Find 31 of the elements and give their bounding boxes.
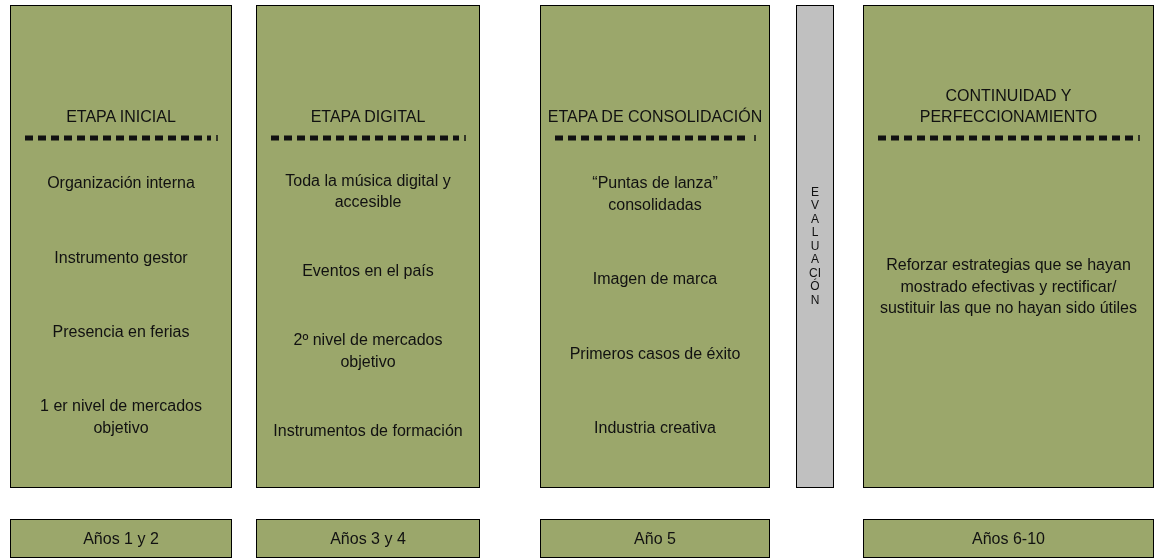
vertical-label: EVALUACIÓN	[809, 186, 821, 307]
stage-item: Eventos en el país	[302, 261, 434, 282]
stage-item: “Puntas de lanza” consolidadas	[591, 173, 719, 215]
stage-heading: ETAPA INICIAL	[66, 107, 176, 128]
stage-panel	[10, 5, 232, 488]
stage-item: Presencia en ferias	[52, 322, 190, 343]
period-box	[540, 519, 770, 558]
stage-item: 1 er nivel de mercados objetivo	[39, 396, 203, 438]
stage-panel	[540, 5, 770, 488]
stage-item: Organización interna	[47, 173, 195, 194]
stage-item: Instrumentos de formación	[273, 420, 463, 441]
stage-item: Imagen de marca	[592, 269, 718, 290]
period-label: Año 5	[634, 528, 676, 549]
stage-item: Industria creativa	[594, 418, 716, 438]
period-box	[10, 519, 232, 558]
stage-heading: ETAPA DIGITAL	[310, 107, 426, 128]
stage-item: Reforzar estrategias que se hayan mostrado efectivas y rectificar/ sustituir las que no hayan sido útiles	[878, 255, 1138, 319]
period-label: Años 1 y 2	[83, 528, 159, 549]
stage-heading: ETAPA DE CONSOLIDACIÓN	[547, 106, 763, 128]
period-box	[256, 519, 480, 558]
stage-panel	[863, 5, 1154, 488]
stage-panel	[256, 5, 480, 488]
stage-item: Instrumento gestor	[54, 247, 188, 268]
period-box	[863, 519, 1154, 558]
stage-item: Primeros casos de éxito	[569, 343, 741, 364]
stage-item: Toda la música digital y accesible	[284, 170, 452, 213]
period-label: Años 3 y 4	[330, 528, 406, 549]
period-label: Años 6-10	[972, 528, 1045, 549]
stage-item: 2º nivel de mercados objetivo	[292, 330, 444, 372]
evaluation-bar	[796, 5, 834, 488]
stage-heading: CONTINUIDAD Y PERFECCIONAMIENTO	[918, 85, 1099, 128]
